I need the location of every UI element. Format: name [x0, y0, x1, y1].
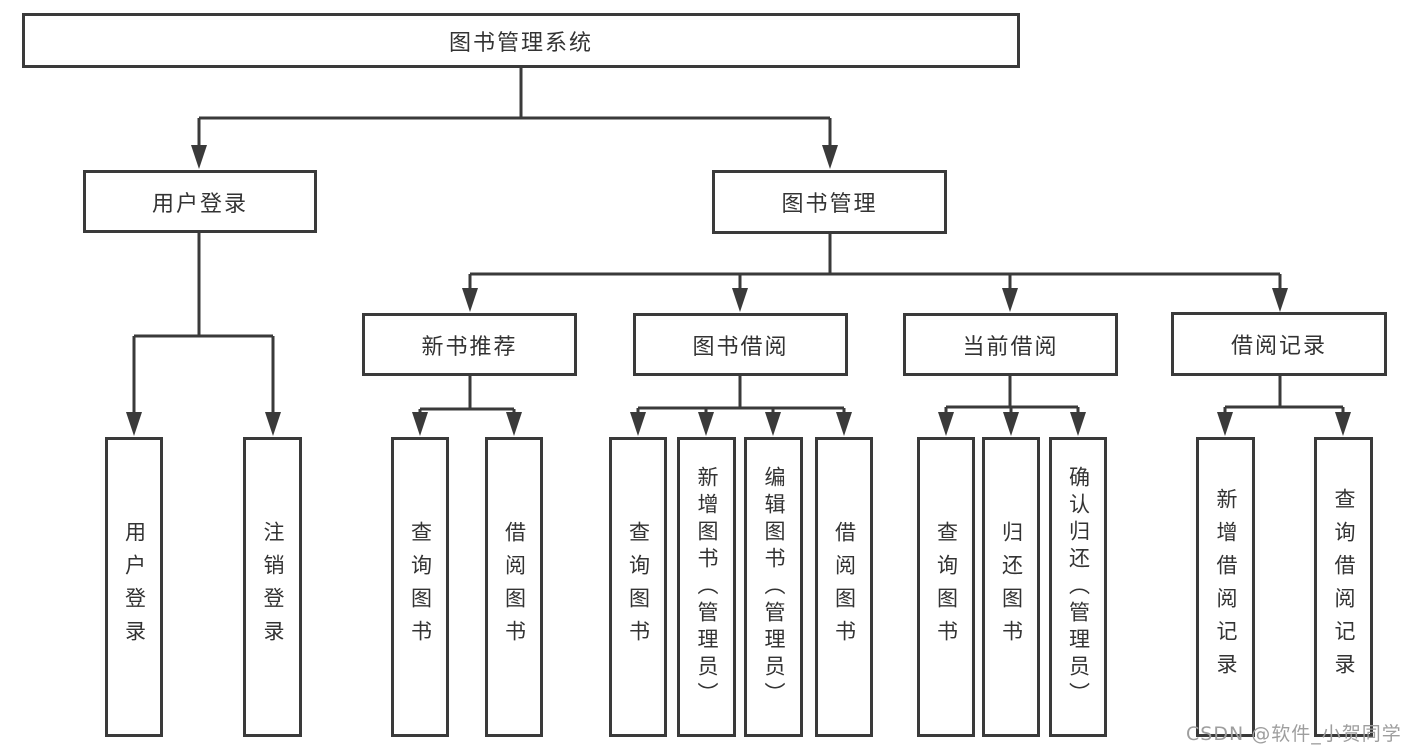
leaf-records-add-record: 新增借阅记录: [1196, 437, 1255, 737]
leaf-current-return-books-label: 归还图书: [999, 521, 1024, 653]
leaf-current-confirm-return-admin: 确认归还（管理员）: [1049, 437, 1107, 737]
arrow-down-icon: [1272, 288, 1288, 312]
arrow-down-icon: [630, 412, 646, 436]
leaf-borrowing-borrow-books-label: 借阅图书: [832, 521, 857, 653]
leaf-current-confirm-return-admin-label: 确认归还（管理员）: [1066, 465, 1091, 709]
leaf-records-add-record-label: 新增借阅记录: [1214, 488, 1238, 686]
node-borrow-records-label: 借阅记录: [1230, 334, 1327, 359]
arrow-down-icon: [1217, 412, 1233, 436]
node-book-borrowing-label: 图书借阅: [692, 334, 789, 360]
arrow-down-icon: [1070, 412, 1086, 436]
arrow-down-icon: [506, 412, 522, 436]
leaf-borrowing-add-books-admin: 新增图书（管理员）: [677, 437, 736, 737]
node-user-login-label: 用户登录: [151, 191, 248, 217]
leaf-current-return-books: 归还图书: [982, 437, 1040, 737]
leaf-current-query-books: 查询图书: [917, 437, 975, 737]
node-new-book-recommend: 新书推荐: [362, 313, 577, 376]
leaf-borrowing-query-books-label: 查询图书: [626, 521, 651, 653]
leaf-recommend-query-books-label: 查询图书: [408, 521, 433, 653]
leaf-borrowing-edit-books-admin-label: 编辑图书（管理员）: [762, 465, 786, 709]
arrow-down-icon: [265, 412, 281, 436]
leaf-recommend-borrow-books: 借阅图书: [485, 437, 543, 737]
connector-new-book-recommend-children: [412, 376, 522, 436]
node-current-borrowing: 当前借阅: [903, 313, 1118, 376]
leaf-recommend-borrow-books-label: 借阅图书: [502, 521, 527, 653]
connector-root-to-level2: [191, 67, 838, 169]
arrow-down-icon: [191, 145, 207, 169]
arrow-down-icon: [732, 288, 748, 312]
node-book-borrowing: 图书借阅: [633, 313, 848, 376]
leaf-logout-label: 注销登录: [261, 521, 285, 653]
arrow-down-icon: [462, 288, 478, 312]
arrow-down-icon: [822, 145, 838, 169]
connector-book-borrowing-children: [630, 376, 852, 436]
node-library-system: 图书管理系统: [22, 13, 1020, 68]
arrow-down-icon: [765, 412, 781, 436]
arrow-down-icon: [1003, 412, 1019, 436]
node-book-management: 图书管理: [712, 170, 947, 234]
node-user-login: 用户登录: [83, 170, 317, 233]
connector-user-login-children: [126, 233, 281, 436]
connector-book-management-children: [462, 234, 1288, 312]
connector-borrow-records-children: [1217, 376, 1351, 436]
leaf-user-login: 用户登录: [105, 437, 163, 737]
leaf-borrowing-query-books: 查询图书: [609, 437, 667, 737]
leaf-borrowing-edit-books-admin: 编辑图书（管理员）: [744, 437, 803, 737]
node-borrow-records: 借阅记录: [1171, 312, 1387, 376]
arrow-down-icon: [698, 412, 714, 436]
leaf-recommend-query-books: 查询图书: [391, 437, 449, 737]
leaf-records-query-record-label: 查询借阅记录: [1332, 488, 1356, 686]
arrow-down-icon: [1335, 412, 1351, 436]
arrow-down-icon: [836, 412, 852, 436]
connector-current-borrowing-children: [938, 376, 1086, 436]
leaf-records-query-record: 查询借阅记录: [1314, 437, 1373, 737]
leaf-logout: 注销登录: [243, 437, 302, 737]
leaf-current-query-books-label: 查询图书: [934, 521, 959, 653]
arrow-down-icon: [938, 412, 954, 436]
arrow-down-icon: [1002, 288, 1018, 312]
arrow-down-icon: [412, 412, 428, 436]
node-new-book-recommend-label: 新书推荐: [421, 334, 518, 360]
leaf-user-login-label: 用户登录: [122, 521, 147, 653]
arrow-down-icon: [126, 412, 142, 436]
node-library-system-label: 图书管理系统: [448, 30, 593, 56]
leaf-borrowing-borrow-books: 借阅图书: [815, 437, 873, 737]
csdn-watermark: CSDN @软件_小贺同学: [1186, 723, 1402, 745]
leaf-borrowing-add-books-admin-label: 新增图书（管理员）: [695, 465, 719, 709]
node-current-borrowing-label: 当前借阅: [962, 334, 1059, 360]
node-book-management-label: 图书管理: [781, 192, 878, 217]
